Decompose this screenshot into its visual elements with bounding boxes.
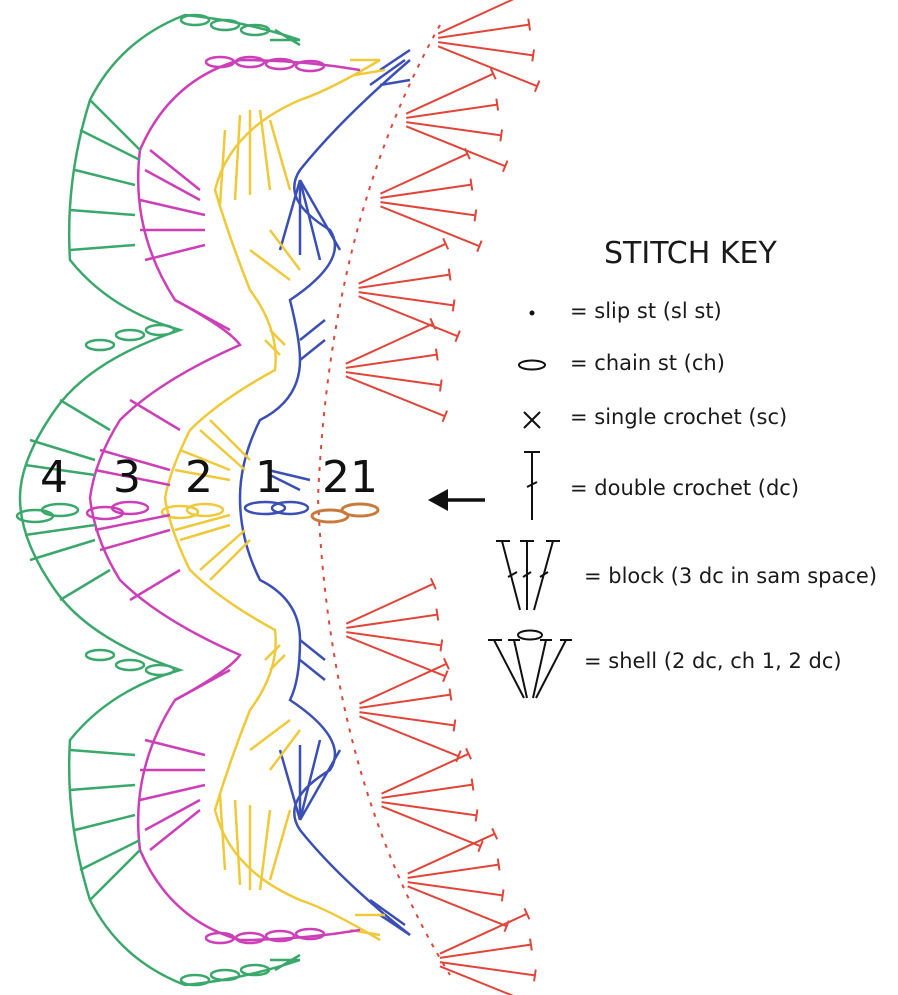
red-dc-stitch xyxy=(359,712,454,725)
red-dc-top-bar xyxy=(472,779,474,791)
row-label-4: 4 xyxy=(40,452,68,503)
red-dc-stitch xyxy=(346,376,445,416)
red-dc-stitch xyxy=(380,202,475,215)
red-dc-stitch xyxy=(438,42,533,55)
red-dc-stitch xyxy=(382,802,477,815)
red-dc-top-bar xyxy=(500,129,502,141)
row-label-1: 1 xyxy=(255,452,283,503)
row-label-2: 2 xyxy=(185,452,213,503)
key-label-shell: = shell (2 dc, ch 1, 2 dc) xyxy=(584,649,842,673)
red-dc-stitch xyxy=(359,292,454,305)
red-dc-top-bar xyxy=(532,49,534,61)
key-label-sc: = single crochet (sc) xyxy=(570,405,787,429)
red-dc-stitch xyxy=(408,886,507,926)
red-dc-top-bar xyxy=(436,609,438,621)
block-icon xyxy=(496,541,560,610)
red-dc-top-bar xyxy=(440,639,442,651)
red-dc-stitch xyxy=(438,46,537,86)
red-dc-top-bar xyxy=(449,269,451,281)
red-dc-top-bar xyxy=(496,99,498,111)
red-dc-top-bar xyxy=(502,889,504,901)
red-dc-stitch xyxy=(440,962,535,975)
shell-icon xyxy=(488,631,572,699)
red-dc-stitch xyxy=(438,0,525,34)
red-dc-top-bar xyxy=(475,209,477,221)
stitch-key-title: STITCH KEY xyxy=(604,236,777,271)
key-label-dc: = double crochet (dc) xyxy=(570,476,799,500)
row-label-3: 3 xyxy=(113,452,141,503)
red-dc-top-bar xyxy=(476,809,478,821)
key-label-chain: = chain st (ch) xyxy=(570,351,725,375)
double-crochet-icon xyxy=(524,452,540,520)
row-label-21: 21 xyxy=(322,452,378,503)
start-chain xyxy=(312,504,378,522)
slip-stitch-icon xyxy=(530,311,535,316)
red-dc-top-bar xyxy=(530,939,532,951)
key-label-block: = block (3 dc in sam space) xyxy=(584,564,877,588)
red-dc-top-bar xyxy=(471,179,473,191)
chain-stitch-icon xyxy=(519,361,545,370)
red-dc-top-bar xyxy=(498,859,500,871)
left-arrow-icon xyxy=(428,489,485,511)
red-dc-stitch xyxy=(380,206,479,246)
red-dc-top-bar xyxy=(528,19,530,31)
red-dc-top-bar xyxy=(454,719,456,731)
red-dc-stitch xyxy=(406,122,501,135)
red-dc-top-bar xyxy=(453,299,455,311)
red-dc-stitch xyxy=(346,632,441,645)
red-dc-stitch xyxy=(359,296,458,336)
red-dc-top-bar xyxy=(534,969,536,981)
key-label-slip: = slip st (sl st) xyxy=(570,299,722,323)
single-crochet-icon xyxy=(524,412,540,428)
red-dc-stitch xyxy=(382,806,481,846)
red-dc-stitch xyxy=(359,716,458,756)
red-dc-top-bar xyxy=(440,379,442,391)
red-dc-top-bar xyxy=(450,689,452,701)
red-dc-stitch xyxy=(440,966,539,995)
red-dc-stitch xyxy=(408,882,503,895)
red-dc-stitch xyxy=(346,372,441,385)
red-dc-top-bar xyxy=(436,349,438,361)
